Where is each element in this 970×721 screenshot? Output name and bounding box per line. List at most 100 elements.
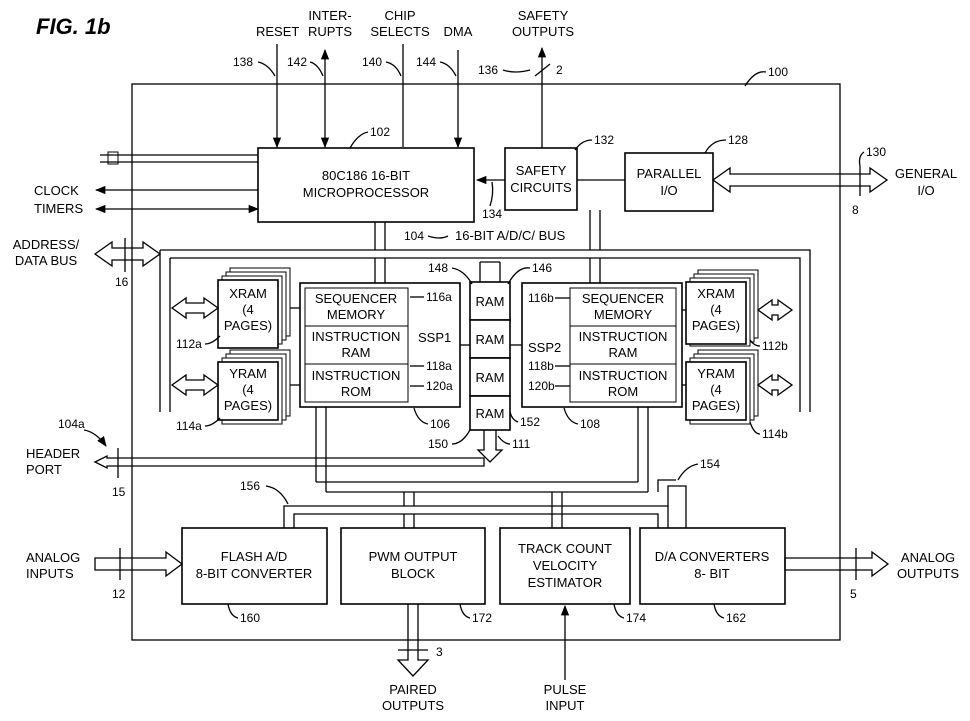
yram-right-label-2: (4 <box>710 382 722 397</box>
paired-outputs-label-1: PAIRED <box>389 682 436 697</box>
chip-selects-label-2: SELECTS <box>370 24 430 39</box>
leader-140 <box>386 62 401 76</box>
leader-142 <box>310 62 323 76</box>
ref-112b: 112b <box>762 339 788 353</box>
header-port-label-1: HEADER <box>26 446 80 461</box>
ssp1-label: SSP1 <box>418 330 451 345</box>
xram-right-stack: XRAM (4 PAGES) <box>686 270 758 346</box>
ref-140: 140 <box>362 55 382 69</box>
ssp2-irom-label-1: INSTRUCTION <box>579 368 668 383</box>
ref-120b: 120b <box>528 379 555 393</box>
ref-111: 111 <box>512 437 531 451</box>
chip-selects-label-1: CHIP <box>384 8 415 23</box>
xram-left-label-3: PAGES) <box>224 318 272 333</box>
ref-112a: 112a <box>176 337 202 351</box>
parallel-io-block <box>625 153 713 211</box>
leader-152 <box>510 412 518 422</box>
analog-inputs-label-1: ANALOG <box>26 550 80 565</box>
ref-120a: 120a <box>426 379 453 393</box>
analog-outputs-label-1: ANALOG <box>901 550 955 565</box>
microprocessor-label-2: MICROPROCESSOR <box>303 185 429 200</box>
pulse-input-label-1: PULSE <box>544 682 587 697</box>
paired-width: 3 <box>436 645 443 659</box>
shared-ram-1-label: RAM <box>476 294 505 309</box>
ref-152: 152 <box>520 415 540 429</box>
interrupts-label-1: INTER- <box>308 8 351 23</box>
ref-130: 130 <box>866 145 886 159</box>
parallel-io-label-2: I/O <box>660 183 677 198</box>
leader-136 <box>503 70 530 72</box>
bus-label: 16-BIT A/D/C/ BUS <box>455 228 566 243</box>
yram-left-label-1: YRAM <box>229 366 267 381</box>
shared-ram-2-label: RAM <box>476 332 505 347</box>
ref-114b: 114b <box>762 427 788 441</box>
general-io-width: 8 <box>852 203 859 217</box>
ref-174: 174 <box>626 611 646 625</box>
ref-154: 154 <box>700 457 720 471</box>
general-io-label-1: GENERAL <box>895 166 957 181</box>
ref-144: 144 <box>416 55 436 69</box>
yram-right-label-3: PAGES) <box>692 398 740 413</box>
flash-ad-label-1: FLASH A/D <box>221 549 287 564</box>
leader-148 <box>452 268 472 284</box>
xram-right-label-1: XRAM <box>697 286 735 301</box>
address-data-label-1: ADDRESS/ <box>13 237 80 252</box>
clock-label: CLOCK <box>34 183 79 198</box>
leader-144 <box>440 62 456 76</box>
top-signal-labels: RESET INTER- RUPTS CHIP SELECTS DMA SAFE… <box>256 8 574 39</box>
ssp1-seq-label-2: MEMORY <box>327 307 386 322</box>
track-count-label-2: VELOCITY <box>533 558 598 573</box>
leader-162 <box>714 604 724 618</box>
leader-114b <box>750 422 760 434</box>
ssp2-label: SSP2 <box>528 340 561 355</box>
yram-right-label-1: YRAM <box>697 366 735 381</box>
ref-150: 150 <box>428 437 448 451</box>
leader-134 <box>490 182 493 206</box>
ref-146: 146 <box>532 261 552 275</box>
bus-left-rail <box>160 250 170 412</box>
track-count-label-1: TRACK COUNT <box>518 541 612 556</box>
header-port-label-2: PORT <box>26 462 62 477</box>
xram-right-arrow <box>758 300 792 320</box>
leader-160 <box>228 604 238 618</box>
ref-102: 102 <box>370 125 390 139</box>
xram-left-label-1: XRAM <box>229 286 267 301</box>
xram-left-label-2: (4 <box>242 302 254 317</box>
ref-118a: 118a <box>426 359 452 373</box>
ref-116a: 116a <box>426 290 452 304</box>
yram-left-label-3: PAGES) <box>224 398 272 413</box>
leader-154 <box>678 464 698 480</box>
ssp1-irom-label-2: ROM <box>341 384 371 399</box>
pbus-drop-inner <box>294 514 658 528</box>
ref-116b: 116b <box>528 291 554 305</box>
ram-down-arrow <box>478 430 502 462</box>
microprocessor-label-1: 80C186 16-BIT <box>322 168 410 183</box>
safety-outputs-label-2: OUTPUTS <box>512 24 574 39</box>
yram-right-stack: YRAM (4 PAGES) <box>686 350 758 424</box>
da-conv-label-1: D/A CONVERTERS <box>655 549 770 564</box>
leader-130 <box>860 152 865 166</box>
leader-102 <box>350 132 368 148</box>
track-count-label-3: ESTIMATOR <box>528 575 603 590</box>
leader-150 <box>452 430 470 444</box>
leader-146 <box>508 268 530 284</box>
ref-104a: 104a <box>58 417 85 431</box>
address-data-bus-arrow <box>95 242 160 266</box>
analog-outputs-label-2: OUTPUTS <box>897 566 959 581</box>
ssp2-seq-label-2: MEMORY <box>594 307 653 322</box>
ssp1-iram-label-2: RAM <box>342 345 371 360</box>
ref-148: 148 <box>428 261 448 275</box>
safety-outputs-label-1: SAFETY <box>518 8 569 23</box>
xram-right-label-2: (4 <box>710 302 722 317</box>
ref-142: 142 <box>287 55 307 69</box>
ssp2-iram-label-1: INSTRUCTION <box>579 329 668 344</box>
leader-172 <box>460 604 470 618</box>
ref-172: 172 <box>472 611 492 625</box>
paired-outputs-label-2: OUTPUTS <box>382 698 444 713</box>
ssp1-seq-label-1: SEQUENCER <box>315 291 397 306</box>
yram-left-arrow <box>172 375 218 395</box>
ref-132: 132 <box>594 133 614 147</box>
address-data-label-2: DATA BUS <box>15 253 78 268</box>
ref-118b: 118b <box>528 359 554 373</box>
